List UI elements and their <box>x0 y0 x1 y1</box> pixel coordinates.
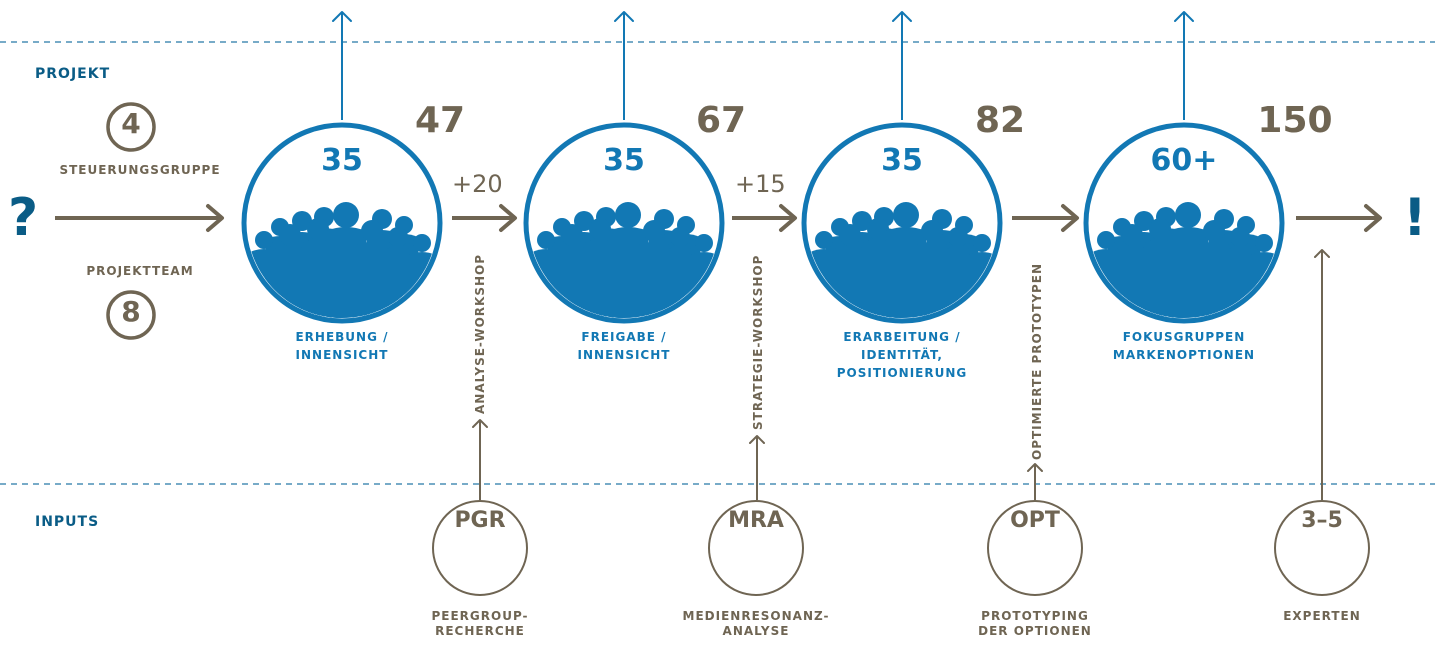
arrowhead-icon <box>749 435 765 444</box>
input-label-line: RECHERCHE <box>435 624 525 638</box>
arrowhead-icon <box>1027 463 1043 472</box>
input-label-line: DER OPTIONEN <box>978 624 1092 638</box>
vertical-workshop-label: ANALYSE-WORKSHOP <box>473 253 487 414</box>
arrowhead-icon <box>779 204 797 232</box>
stage-participants: 60+ <box>1150 143 1218 178</box>
section-label-projekt: PROJEKT <box>35 66 111 82</box>
input-label-line: PEERGROUP- <box>431 609 529 623</box>
arrowhead-icon <box>332 11 352 22</box>
input-circle <box>1274 500 1370 596</box>
stage-total: 150 <box>1257 100 1333 141</box>
people-silhouette-icon <box>1089 202 1279 318</box>
stage-label-line: ERARBEITUNG / <box>843 330 961 344</box>
people-silhouette-icon <box>529 202 719 318</box>
stage-label: FREIGABE / INNENSICHT <box>544 328 704 364</box>
stage-participants: 35 <box>881 143 923 178</box>
arrowhead-icon <box>1061 204 1079 232</box>
stage-circle <box>801 122 1003 324</box>
arrowhead-icon <box>206 204 224 232</box>
stage-label-line: FREIGABE / <box>581 330 667 344</box>
stage-label-line: IDENTITÄT, <box>861 348 943 362</box>
arrowhead-icon <box>1174 11 1194 22</box>
stage-circle <box>241 122 443 324</box>
projektteam-label: PROJEKTTEAM <box>86 264 194 278</box>
arrowhead-icon <box>499 204 517 232</box>
people-silhouette-icon <box>807 202 997 318</box>
question-mark-icon: ? <box>8 188 39 248</box>
stage-label-line: INNENSICHT <box>295 348 389 362</box>
dashed-separators <box>0 41 1435 485</box>
stage-total: 82 <box>974 100 1026 141</box>
stage-circles <box>241 122 1285 324</box>
input-circle <box>432 500 528 596</box>
input-circles <box>106 102 1370 596</box>
input-circle <box>708 500 804 596</box>
vertical-workshop-label: OPTIMIERTE PROTOTYPEN <box>1030 262 1044 460</box>
stage-label-line: ERHEBUNG / <box>295 330 389 344</box>
stage-label-line: MARKENOPTIONEN <box>1112 348 1256 362</box>
stage-participants: 35 <box>603 143 645 178</box>
stage-label-line: POSITIONIERUNG <box>836 366 968 380</box>
input-label-line: PROTOTYPING <box>981 609 1089 623</box>
stage-circle <box>1083 122 1285 324</box>
input-circle <box>987 500 1083 596</box>
arrowhead-icon <box>614 11 634 22</box>
projektteam-count: 8 <box>121 295 141 328</box>
projektteam-ring <box>106 290 156 340</box>
stage-total: 47 <box>414 100 466 141</box>
input-label: MEDIENRESONANZ- ANALYSE <box>666 609 846 639</box>
stage-label: FOKUSGRUPPEN MARKENOPTIONEN <box>1094 328 1274 364</box>
arrowhead-icon <box>472 419 488 428</box>
people-silhouette-icon <box>807 202 997 318</box>
arrowhead-icon <box>1314 249 1330 258</box>
people-silhouette-icon <box>1089 202 1279 318</box>
stage-label-line: FOKUSGRUPPEN <box>1122 330 1246 344</box>
stage-label: ERHEBUNG / INNENSICHT <box>262 328 422 364</box>
input-abbr: 3–5 <box>1301 508 1343 533</box>
people-silhouette-icon <box>529 202 719 318</box>
stage-participants: 35 <box>321 143 363 178</box>
connector-arrows <box>55 11 1382 500</box>
exclamation-mark-icon: ! <box>1403 188 1427 248</box>
increment-label: +20 <box>452 170 503 198</box>
steuerungsgruppe-label: STEUERUNGSGRUPPE <box>59 163 221 177</box>
steuerungsgruppe-count: 4 <box>121 107 141 140</box>
arrowhead-icon <box>892 11 912 22</box>
section-label-inputs: INPUTS <box>35 514 100 530</box>
stage-label: ERARBEITUNG / IDENTITÄT, POSITIONIERUNG <box>812 328 992 382</box>
vertical-workshop-label: STRATEGIE-WORKSHOP <box>751 254 765 430</box>
stage-circle <box>523 122 725 324</box>
increment-label: +15 <box>735 170 786 198</box>
input-label-line: EXPERTEN <box>1283 609 1361 623</box>
input-label-line: ANALYSE <box>722 624 790 638</box>
input-label: PEERGROUP- RECHERCHE <box>400 609 560 639</box>
stage-total: 67 <box>695 100 747 141</box>
input-label: EXPERTEN <box>1242 609 1402 624</box>
arrowhead-icon <box>1364 204 1382 232</box>
people-silhouette-icon <box>247 202 437 318</box>
input-label-line: MEDIENRESONANZ- <box>682 609 830 623</box>
input-label: PROTOTYPING DER OPTIONEN <box>955 609 1115 639</box>
steuerungsgruppe-ring <box>106 102 156 152</box>
stage-label-line: INNENSICHT <box>577 348 671 362</box>
input-abbr: OPT <box>1010 508 1060 533</box>
input-abbr: PGR <box>454 508 506 533</box>
people-silhouette-icon <box>247 202 437 318</box>
input-abbr: MRA <box>728 508 784 533</box>
